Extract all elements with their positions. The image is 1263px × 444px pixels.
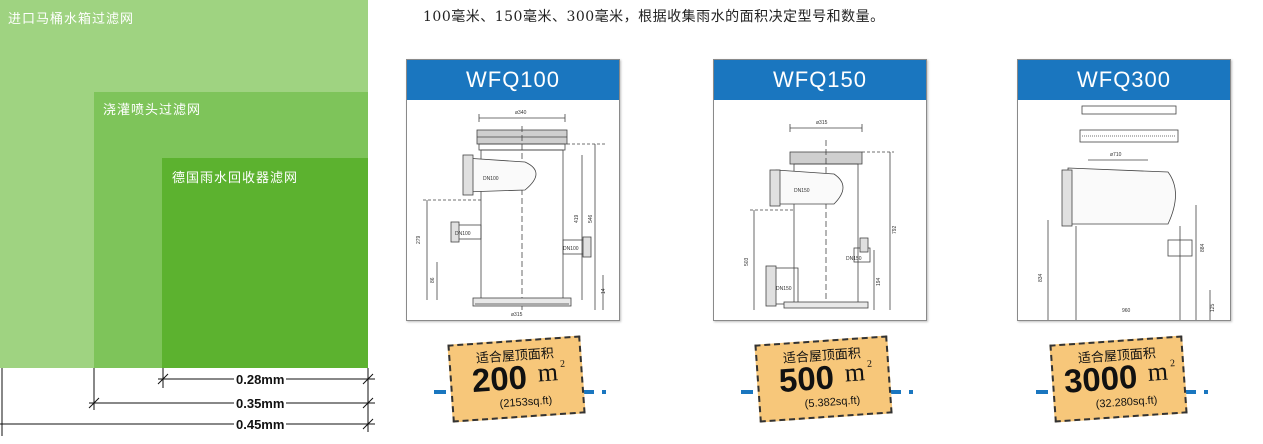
dim-label-028: 0.28mm — [234, 372, 287, 387]
mesh-dimension-lines — [0, 368, 375, 436]
label-height-834: 834 — [1038, 273, 1044, 282]
label-bottom-pipe: DN150 — [776, 286, 792, 292]
tag-body: 适合屋顶面积 3000 m 2 (32.280sq.ft) — [1049, 335, 1188, 423]
tag-dash-left — [434, 390, 456, 394]
tag-area-unit-sup: 2 — [559, 358, 566, 370]
technical-drawing-wfq300: ø710 960 834 884 125 — [1038, 105, 1216, 320]
mesh-label-toilet: 进口马桶水箱过滤网 — [8, 12, 135, 27]
label-inlet: DN150 — [794, 188, 810, 194]
label-bottom-diameter: ø315 — [511, 312, 523, 318]
label-height-546: 546 — [588, 214, 594, 223]
label-height-86: 86 — [430, 277, 436, 283]
label-top-diameter: ø315 — [816, 120, 828, 126]
mesh-label-german: 德国雨水回收器滤网 — [172, 171, 299, 186]
tag-area-unit-sup: 2 — [866, 358, 873, 370]
tag-dash-left — [741, 390, 763, 394]
product-title: WFQ300 — [1018, 60, 1230, 100]
label-height-194: 194 — [876, 277, 882, 286]
tag-dash-right — [889, 390, 913, 394]
label-top-diameter: ø710 — [1110, 152, 1122, 158]
tag-body: 适合屋顶面积 200 m 2 (2153sq.ft) — [447, 335, 586, 423]
intro-text: 100毫米、150毫米、300毫米，根据收集雨水的面积决定型号和数量。 — [423, 9, 885, 25]
label-height-125: 125 — [1210, 303, 1216, 312]
label-bottom-width: 960 — [1122, 308, 1131, 314]
tag-area-imperial: (2153sq.ft) — [499, 394, 553, 411]
tag-area-unit: m — [536, 357, 559, 388]
label-height-419: 419 — [574, 214, 580, 223]
label-height-792: 792 — [892, 225, 898, 234]
label-side-pipe: DN100 — [455, 231, 471, 237]
label-top-diameter: ø340 — [515, 110, 527, 116]
tag-dash-left — [1036, 390, 1058, 394]
dim-label-045: 0.45mm — [234, 417, 287, 432]
tag-area-value: 200 — [470, 358, 529, 400]
mesh-panel-inner — [162, 158, 368, 368]
tag-area-imperial: (5.382sq.ft) — [804, 394, 861, 411]
dim-label-035: 0.35mm — [234, 396, 287, 411]
product-card-wfq300: WFQ300 ø710 960 834 884 125 — [1017, 59, 1231, 321]
tag-dash-right — [1184, 390, 1208, 394]
tag-body: 适合屋顶面积 500 m 2 (5.382sq.ft) — [754, 335, 893, 423]
label-height-14: 14 — [601, 288, 607, 294]
label-outlet: DN100 — [563, 246, 579, 252]
product-title: WFQ100 — [407, 60, 619, 100]
technical-drawing-wfq100: ø340 DN100 DN100 DN100 ø315 279 86 419 5… — [416, 110, 607, 318]
label-height-279: 279 — [416, 235, 422, 244]
product-card-wfq150: WFQ150 ø315 DN150 DN150 DN150 503 — [713, 59, 927, 321]
tag-area-value: 3000 — [1062, 357, 1139, 400]
tag-area-unit: m — [1146, 356, 1169, 387]
tag-area-unit-sup: 2 — [1169, 358, 1176, 370]
label-height-884: 884 — [1200, 243, 1206, 252]
label-inlet: DN100 — [483, 176, 499, 182]
tag-area-unit: m — [843, 357, 866, 388]
area-tag-wfq300: 适合屋顶面积 3000 m 2 (32.280sq.ft) — [1008, 335, 1228, 430]
product-title: WFQ150 — [714, 60, 926, 100]
tag-dash-right — [582, 390, 606, 394]
mesh-label-sprinkler: 浇灌喷头过滤网 — [103, 103, 202, 118]
area-tag-wfq100: 适合屋顶面积 200 m 2 (2153sq.ft) — [406, 335, 626, 430]
product-card-wfq100: WFQ100 ø340 DN10 — [406, 59, 620, 321]
tag-area-value: 500 — [777, 358, 836, 400]
label-outlet: DN150 — [846, 256, 862, 262]
label-height-503: 503 — [744, 257, 750, 266]
technical-drawing-wfq150: ø315 DN150 DN150 DN150 503 792 194 — [744, 120, 898, 310]
area-tag-wfq150: 适合屋顶面积 500 m 2 (5.382sq.ft) — [713, 335, 933, 430]
